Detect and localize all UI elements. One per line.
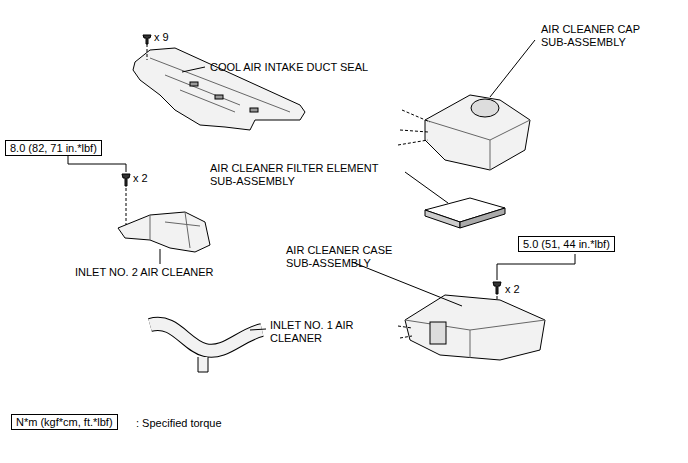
filter-side: [425, 210, 460, 228]
torque-leader: [497, 254, 575, 280]
wire-leader: [398, 110, 430, 145]
part-label: x 2: [505, 283, 520, 296]
inlet-detail: [150, 212, 200, 248]
cap-edges: [425, 120, 530, 170]
duct-seal: [133, 48, 305, 130]
torque-value: 8.0 (82, 71 in.*lbf): [10, 142, 97, 154]
part-label: AIR CLEANER CASE SUB-ASSEMBLY: [286, 244, 401, 270]
torque-leader: [68, 156, 126, 172]
part-label: AIR CLEANER CAP SUB-ASSEMBLY: [541, 23, 651, 49]
bolt-leader: [126, 188, 127, 226]
clip-symbol: [143, 35, 151, 44]
case-edges: [405, 320, 545, 358]
seal-hole: [190, 82, 198, 86]
torque-box: 5.0 (51, 44 in.*lbf): [518, 236, 615, 252]
torque-box: N*m (kgf*cm, ft.*lbf): [11, 414, 118, 430]
air-cleaner-case: [405, 295, 545, 360]
part-label: INLET NO. 2 AIR CLEANER: [75, 266, 214, 279]
torque-value: N*m (kgf*cm, ft.*lbf): [16, 416, 113, 428]
leader-line: [182, 67, 205, 72]
torque-box: 8.0 (82, 71 in.*lbf): [5, 140, 102, 156]
cap-port: [471, 99, 499, 117]
inlet-no1-outline: [150, 324, 262, 351]
seal-hole: [250, 108, 258, 112]
part-label: INLET NO. 1 AIR CLEANER: [270, 319, 370, 345]
leader-line: [405, 172, 448, 203]
seal-hole: [215, 95, 223, 99]
part-label: COOL AIR INTAKE DUCT SEAL: [210, 61, 368, 74]
leader-line: [250, 329, 266, 330]
bolt-leader: [147, 44, 148, 60]
inlet-no2: [118, 212, 210, 252]
bolt-symbol: [493, 282, 501, 294]
part-label: AIR CLEANER FILTER ELEMENT SUB-ASSEMBLY: [210, 162, 400, 188]
leader-line: [160, 249, 161, 264]
case-port: [430, 322, 446, 344]
part-label: x 9: [154, 31, 169, 44]
filter-side: [460, 208, 505, 228]
part-label: : Specified torque: [136, 417, 222, 430]
part-label: x 2: [133, 172, 148, 185]
bolt-symbol: [122, 174, 130, 186]
wire-leader: [398, 326, 412, 338]
inlet-stub: [198, 357, 208, 372]
torque-value: 5.0 (51, 44 in.*lbf): [523, 238, 610, 250]
air-cleaner-cap: [425, 95, 530, 170]
leader-line: [490, 40, 535, 97]
inlet-no1: [150, 324, 262, 351]
